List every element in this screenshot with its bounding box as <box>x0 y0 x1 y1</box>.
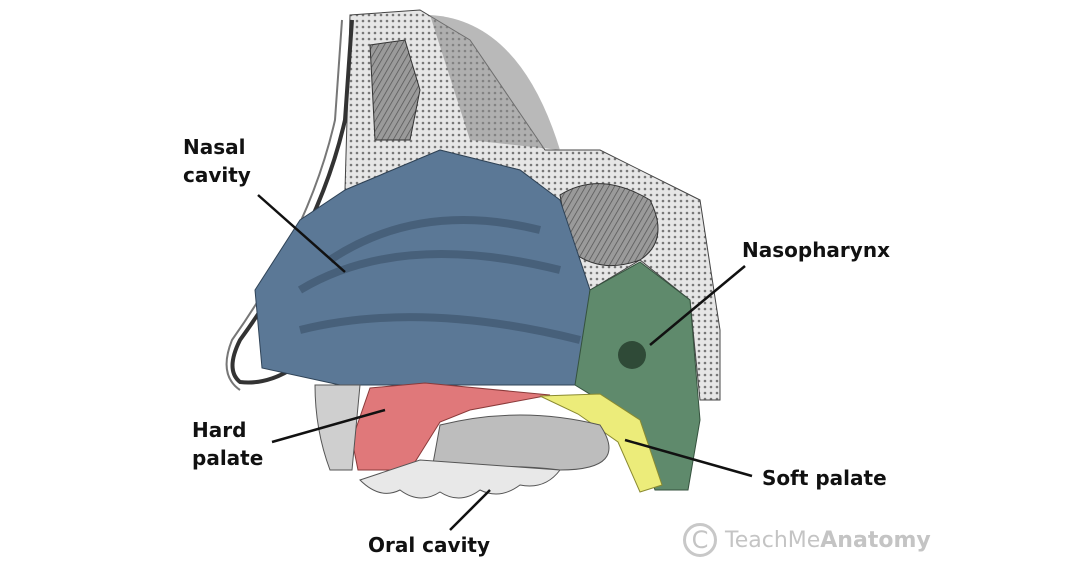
watermark-prefix: TeachMe <box>725 527 821 553</box>
watermark-brand: Anatomy <box>820 527 931 553</box>
label-hard-palate-line2: palate <box>192 446 264 470</box>
label-soft-palate: Soft palate <box>762 466 887 490</box>
frontal-sinus <box>369 39 421 141</box>
nasal-concha <box>297 216 581 344</box>
upper-lip <box>314 384 361 471</box>
label-nasal-cavity-line2: cavity <box>183 163 251 187</box>
label-nasal-cavity-line1: Nasal <box>183 135 246 159</box>
nose-outline <box>230 19 354 385</box>
leader-line-nasal-cavity <box>257 194 346 273</box>
leader-line-soft-palate <box>624 438 753 478</box>
label-hard-palate: Hard palate <box>192 416 263 472</box>
leader-lines <box>257 194 753 531</box>
leader-line-hard-palate <box>271 408 386 444</box>
sphenoid-sinus <box>559 183 659 267</box>
teeth <box>359 459 561 499</box>
leader-line-nasopharynx <box>649 265 746 346</box>
leader-line-oral-cavity <box>449 489 491 531</box>
soft-palate-region <box>539 393 663 493</box>
copyright-icon: C <box>683 523 717 557</box>
label-hard-palate-line1: Hard <box>192 418 247 442</box>
brain-region <box>430 15 560 150</box>
label-nasal-cavity: Nasal cavity <box>183 133 251 189</box>
label-nasopharynx: Nasopharynx <box>742 238 890 262</box>
label-oral-cavity: Oral cavity <box>368 533 491 557</box>
